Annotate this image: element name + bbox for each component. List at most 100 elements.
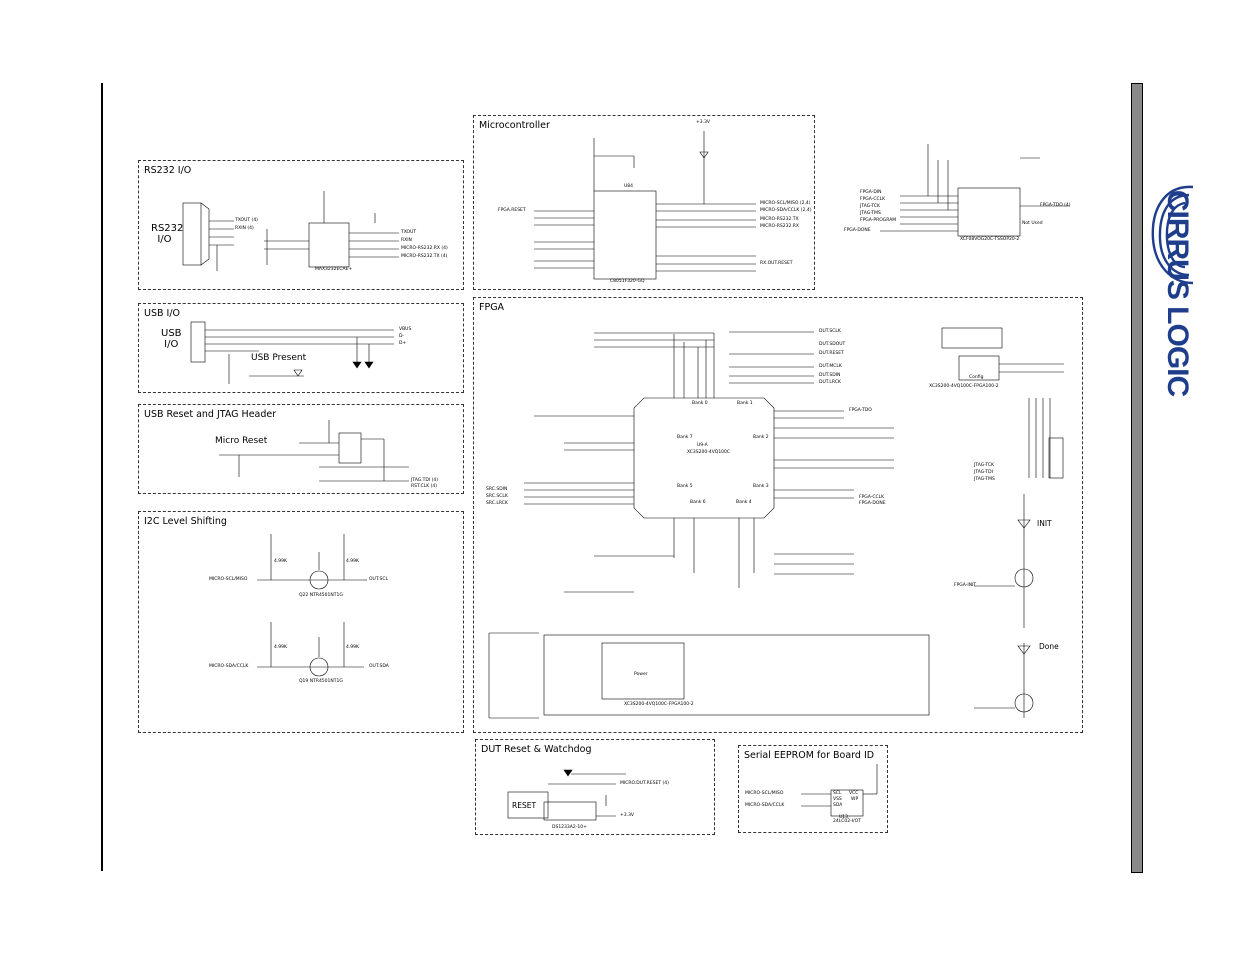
panel-dut-reset-watchdog: DUT Reset & Watchdog RESET DS1233A2-10+ … — [475, 739, 715, 835]
jtag-cfg-net-3: JTAG-TMS — [860, 211, 881, 216]
panel-title: USB I/O — [144, 308, 181, 319]
brand-name: CIRRUS LOGIC — [1161, 189, 1195, 397]
i2c-part-0: Q22 NTR4501NT1G — [299, 593, 343, 598]
panel-title: FPGA — [479, 302, 505, 313]
micro-ref: U84 — [624, 184, 634, 189]
panel-title: I2C Level Shifting — [144, 516, 227, 527]
cirrus-logo-mark — [1151, 185, 1194, 285]
eeprom-ref: U13 — [839, 815, 849, 820]
usb-net-0: VBUS — [399, 327, 412, 332]
rs232-ic-label: MAX3232ECAE+ — [315, 267, 353, 272]
fpga-schematic — [488, 327, 1064, 719]
usb-reset-net-1: RST.CLK (4) — [411, 484, 438, 489]
dut-reset-schematic — [507, 769, 626, 821]
fpga-ref: U9-A — [697, 443, 708, 448]
micro-rail: +3.3V — [696, 120, 711, 125]
dut-reset-net-0: MICRO.DUT.RESET (4) — [620, 781, 669, 786]
fpga-bank-3: Bank 3 — [753, 484, 769, 489]
fpga-net-1: DUT.SDOUT — [819, 342, 846, 347]
panel-usb: USB I/O USB I/O USB Present VBUS D- D+ — [138, 303, 464, 393]
fpga-bank-1: Bank 1 — [737, 401, 753, 406]
fpga-done-label: Done — [1039, 642, 1059, 651]
jtag-config-schematic — [880, 144, 1070, 237]
rs232-big-label: RS232 I/O — [151, 223, 184, 245]
fpga-net-7: FPGA-CCLK — [859, 495, 885, 500]
i2c-net-1: OUT.SCL — [369, 577, 388, 582]
micro-reset-label: Micro Reset — [215, 436, 268, 446]
cirrus-logo-text: CIRRUS LOGIC — [1150, 190, 1194, 396]
eeprom-pin-scl: SCL — [833, 791, 842, 796]
fpga-net-8: FPGA-DONE — [859, 501, 886, 506]
fpga-net-15: SRC.SCLK — [486, 494, 508, 499]
i2c-net-0: MICRO-SCL/MISO — [209, 577, 248, 582]
usb-big-label: USB I/O — [161, 328, 182, 350]
micro-schematic — [534, 131, 756, 280]
i2c-part-5: 4.99K — [346, 645, 359, 650]
i2c-net-3: OUT.SDA — [369, 664, 389, 669]
eeprom-schematic — [801, 764, 878, 817]
panel-serial-eeprom: Serial EEPROM for Board ID 24LC02-I/OT U… — [738, 745, 888, 833]
usb-present-label: USB Present — [251, 353, 307, 363]
usb-reset-schematic — [219, 420, 409, 482]
i2c-part-2: 4.99K — [274, 559, 287, 564]
usb-net-1: D- — [399, 334, 405, 339]
jtag-cfg-net-1: FPGA-CCLK — [860, 197, 886, 202]
fpga-bank-5: Bank 5 — [677, 484, 693, 489]
fpga-net-2: DUT.RESET — [819, 351, 844, 356]
rs232-net-1: RXIN (4) — [235, 226, 254, 231]
fpga-net-6: FPGA-TDO — [849, 408, 872, 413]
fpga-power-ic: XC3S200-4VQ100C-FPGA100-2 — [624, 702, 694, 707]
fpga-bank-2: Bank 2 — [753, 435, 769, 440]
panel-title: DUT Reset & Watchdog — [481, 744, 592, 755]
panel-fpga: FPGA — [473, 297, 1083, 733]
fpga-net-4: DUT.SDIN — [819, 373, 841, 378]
fpga-net-0: DUT.SCLK — [819, 329, 841, 334]
usb-schematic — [190, 321, 394, 384]
micro-net-5: RX.OUT.RESET — [760, 261, 793, 266]
fpga-bank-4: Bank 4 — [736, 500, 752, 505]
fpga-bank-0: Bank 0 — [692, 401, 708, 406]
dut-reset-ic: DS1233A2-10+ — [552, 825, 587, 830]
panel-rs232: RS232 I/O RS232 I/O MAX3232ECAE+ TXOUT (… — [138, 160, 464, 290]
i2c-schematic — [257, 534, 367, 677]
panel-title: USB Reset and JTAG Header — [144, 409, 277, 420]
fpga-net-12: JTAG-TMS — [974, 477, 995, 482]
jtag-cfg-note: Not Used — [1022, 221, 1043, 226]
fpga-power-label: Power — [634, 672, 648, 677]
fpga-net-11: JTAG-TDI — [974, 470, 993, 475]
eeprom-pin-vcc: VCC — [849, 791, 859, 796]
fpga-net-3: DUT.MCLK — [819, 364, 842, 369]
jtag-cfg-net-6: FPGA-TDO (4) — [1040, 203, 1071, 208]
micro-net-2: MICRO-RS232.TX — [760, 217, 799, 222]
eeprom-net-1: MICRO-SDA/CCLK — [745, 803, 785, 808]
eeprom-pin-sda: SDA — [833, 803, 843, 808]
rs232-schematic — [182, 191, 399, 271]
i2c-part-4: 4.99K — [274, 645, 287, 650]
panel-title: RS232 I/O — [144, 165, 192, 176]
panel-title: Serial EEPROM for Board ID — [744, 750, 875, 761]
i2c-net-2: MICRO-SDA/CCLK — [209, 664, 249, 669]
fpga-ic: XC3S200-4VQ100C — [687, 450, 731, 455]
micro-net-4: FPGA.RESET — [498, 208, 526, 213]
micro-ic: C8051F320-GQ — [610, 279, 645, 284]
eeprom-ic: 24LC02-I/OT — [833, 819, 861, 824]
dut-reset-net-1: +3.3V — [620, 813, 635, 818]
page-left-rule — [101, 83, 103, 871]
fpga-bank-7: Bank 7 — [677, 435, 693, 440]
fpga-config-label: Config — [969, 375, 984, 380]
eeprom-net-0: MICRO-SCL/MISO — [745, 791, 784, 796]
eeprom-pin-vss: VSS — [833, 797, 842, 802]
panel-usb-reset-jtag: USB Reset and JTAG Header Micro Reset JT… — [138, 404, 464, 494]
panel-i2c-level-shifting: I2C Level Shifting MICRO-SCL/MISO OUT.SC… — [138, 511, 464, 733]
jtag-cfg-net-0: FPGA-DIN — [860, 190, 882, 195]
fpga-net-14: SRC.LRCK — [486, 501, 508, 506]
panel-title: Microcontroller — [479, 120, 550, 131]
rs232-net-0: TXOUT (4) — [235, 218, 258, 223]
i2c-part-3: 4.99K — [346, 559, 359, 564]
jtag-cfg-net-5: FPGA-DONE — [844, 228, 871, 233]
micro-net-1: MICRO-SDA/CCLK (2,4) — [760, 208, 812, 213]
usb-net-2: D+ — [399, 341, 407, 346]
jtag-cfg-net-2: JTAG-TCK — [860, 204, 881, 209]
jtag-cfg-ic: XCF08VOG20C-TSSOP20-2 — [960, 237, 1020, 242]
fpga-config-ic: XC3S200-4VQ100C-FPGA100-2 — [929, 384, 999, 389]
